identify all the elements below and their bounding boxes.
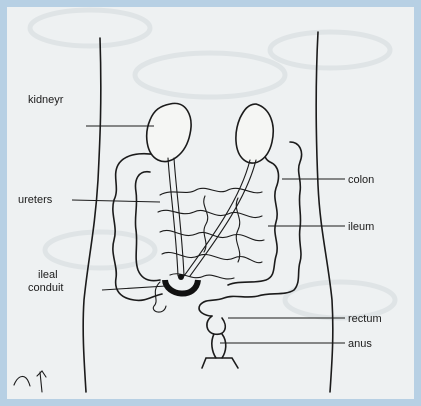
label-conduit: conduit (28, 282, 63, 294)
label-ureters: ureters (18, 194, 53, 206)
label-ileum: ileum (348, 221, 374, 233)
ileum (158, 188, 264, 279)
corner-fragment (14, 371, 46, 392)
left-kidney (147, 103, 191, 161)
colon (113, 142, 302, 316)
label-ileal: ileal (38, 269, 58, 281)
right-kidney (236, 104, 273, 163)
label-rectum: rectum (348, 313, 382, 325)
background-watermark (30, 10, 395, 318)
rectum (207, 316, 226, 358)
label-colon: colon (348, 174, 374, 186)
label-anus: anus (348, 338, 372, 350)
urinary-diversion-diagram: kidneyr ureters ileal conduit colon ileu… (7, 7, 414, 399)
ureters (168, 158, 256, 276)
label-kidney: kidneyr (28, 94, 64, 106)
anus (202, 358, 238, 368)
